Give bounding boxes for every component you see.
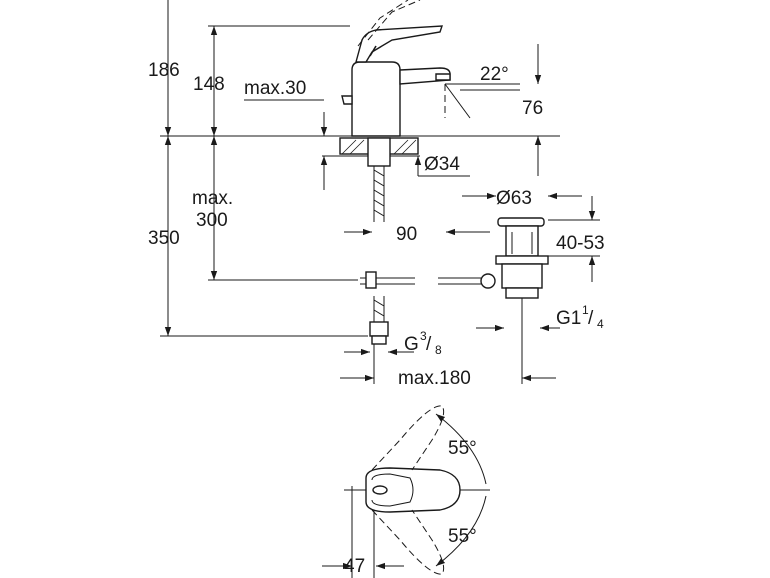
dim-55deg-bottom: 55° bbox=[448, 526, 477, 547]
svg-text:1: 1 bbox=[582, 303, 589, 317]
dim-350: 350 bbox=[148, 228, 180, 249]
waste-fitting bbox=[480, 217, 549, 299]
dim-76: 76 bbox=[522, 98, 543, 119]
dim-47: 47 bbox=[344, 556, 365, 577]
dim-22deg: 22° bbox=[480, 64, 509, 85]
top-view bbox=[322, 405, 490, 578]
dim-40-53: 40-53 bbox=[556, 233, 605, 254]
svg-text:G1: G1 bbox=[556, 308, 581, 329]
dim-diameter-63: Ø63 bbox=[496, 188, 532, 209]
dim-55deg-top: 55° bbox=[448, 438, 477, 459]
dim-max-label: max. bbox=[192, 188, 233, 209]
supply-rail bbox=[360, 271, 488, 289]
dim-300: 300 bbox=[196, 210, 228, 231]
thread-g1-1-4: G1 1 / 4 bbox=[556, 303, 604, 331]
dim-186: 186 bbox=[148, 60, 180, 81]
svg-text:G: G bbox=[404, 334, 419, 355]
dimension-labels: 186 148 max.30 22° 76 Ø34 Ø63 90 40-53 3… bbox=[148, 60, 605, 577]
faucet-body bbox=[341, 25, 451, 137]
lever-rotated-up bbox=[371, 405, 445, 471]
dim-90: 90 bbox=[396, 224, 417, 245]
lever-open-outline bbox=[357, 0, 421, 47]
dim-max30: max.30 bbox=[244, 78, 306, 99]
svg-text:3: 3 bbox=[420, 329, 427, 343]
svg-text:8: 8 bbox=[435, 343, 442, 357]
thread-g-3-8: G 3 / 8 bbox=[404, 329, 442, 357]
dim-diameter-34: Ø34 bbox=[424, 154, 460, 175]
svg-text:/: / bbox=[588, 308, 594, 329]
lever-rotated-down bbox=[371, 509, 445, 575]
dim-148: 148 bbox=[193, 74, 225, 95]
supply-hose bbox=[367, 137, 391, 345]
front-view bbox=[160, 0, 600, 384]
svg-text:/: / bbox=[426, 334, 432, 355]
dim-max180: max.180 bbox=[398, 368, 471, 389]
svg-text:4: 4 bbox=[597, 317, 604, 331]
